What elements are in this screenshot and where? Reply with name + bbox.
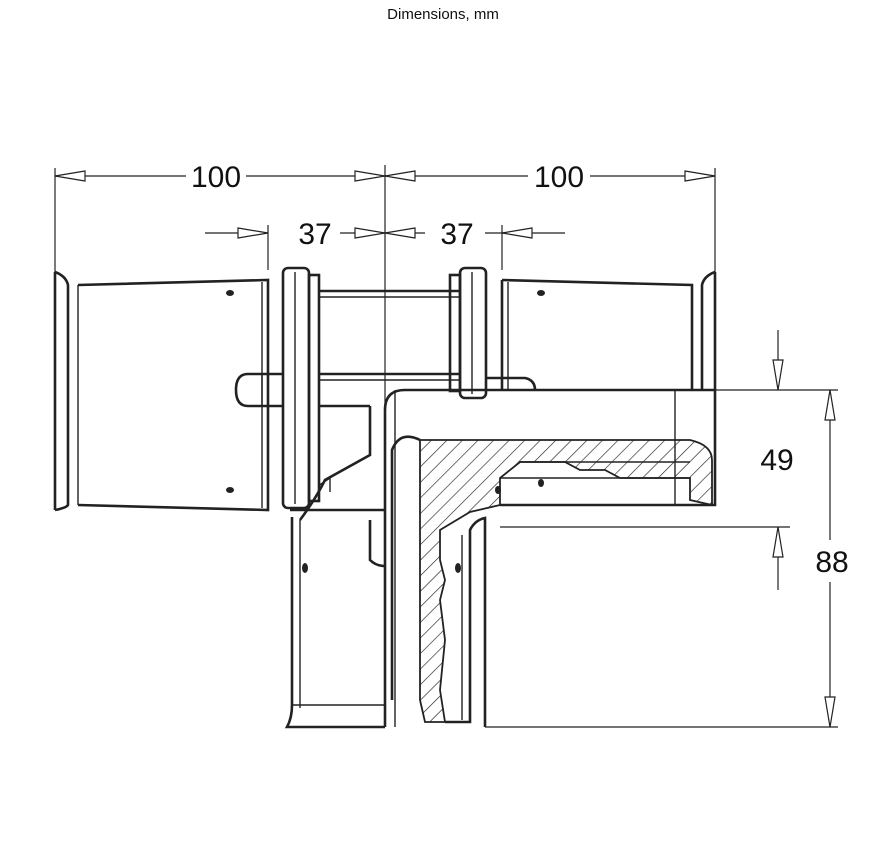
right-press-sleeve <box>500 270 717 390</box>
left-collar <box>281 266 321 510</box>
dim-left-total: 100 <box>191 161 241 194</box>
right-collar <box>448 266 537 400</box>
branch-press-sleeve <box>284 406 386 729</box>
left-press-sleeve <box>53 270 270 512</box>
dim-branch-total: 88 <box>815 546 848 579</box>
left-stop-nub <box>234 372 283 408</box>
dim-left-inner: 37 <box>298 218 331 251</box>
dim-branch-inner: 49 <box>760 444 793 477</box>
section-view <box>383 388 717 727</box>
hatched-body-section <box>419 439 713 723</box>
drawing-title: Dimensions, mm <box>387 6 499 23</box>
dim-right-total: 100 <box>534 161 584 194</box>
dimension-lines <box>54 165 838 728</box>
tee-body-run <box>319 289 460 408</box>
dim-right-inner: 37 <box>440 218 473 251</box>
